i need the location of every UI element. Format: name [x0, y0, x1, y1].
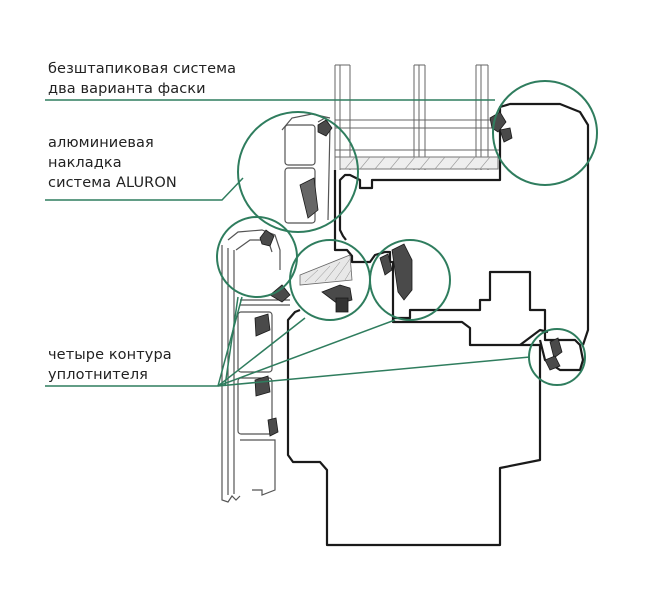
callout-leaders: [45, 99, 531, 387]
callout-circle-outer-seal: [216, 216, 298, 298]
label-line: алюминиевая: [48, 135, 154, 151]
callout-circle-central-seal: [369, 239, 451, 321]
label-line: накладка: [48, 155, 122, 171]
label-line: система ALURON: [48, 175, 177, 191]
label-line: безштапиковая система: [48, 61, 237, 77]
label-line: уплотнителя: [48, 367, 149, 383]
aluminium-overlay-profile: [221, 229, 290, 503]
label-frameless-system: безштапиковая система два варианта фаски: [48, 59, 236, 99]
reinforcement-hatch: [299, 254, 353, 286]
callout-circles: [216, 80, 598, 386]
seal-gaskets: [254, 111, 563, 437]
callout-circle-inner-seal: [528, 328, 586, 386]
sash-profile: [333, 102, 590, 372]
glazing-unit: [334, 64, 500, 170]
label-aluminium-overlay: алюминиевая накладка система ALURON: [48, 133, 177, 193]
callout-circle-aluminium-cap: [237, 111, 359, 233]
label-line: два варианта фаски: [48, 81, 206, 97]
callout-circle-glazing-bead: [492, 80, 598, 186]
label-line: четыре контура: [48, 347, 172, 363]
label-seal-contours: четыре контура уплотнителя: [48, 345, 172, 385]
